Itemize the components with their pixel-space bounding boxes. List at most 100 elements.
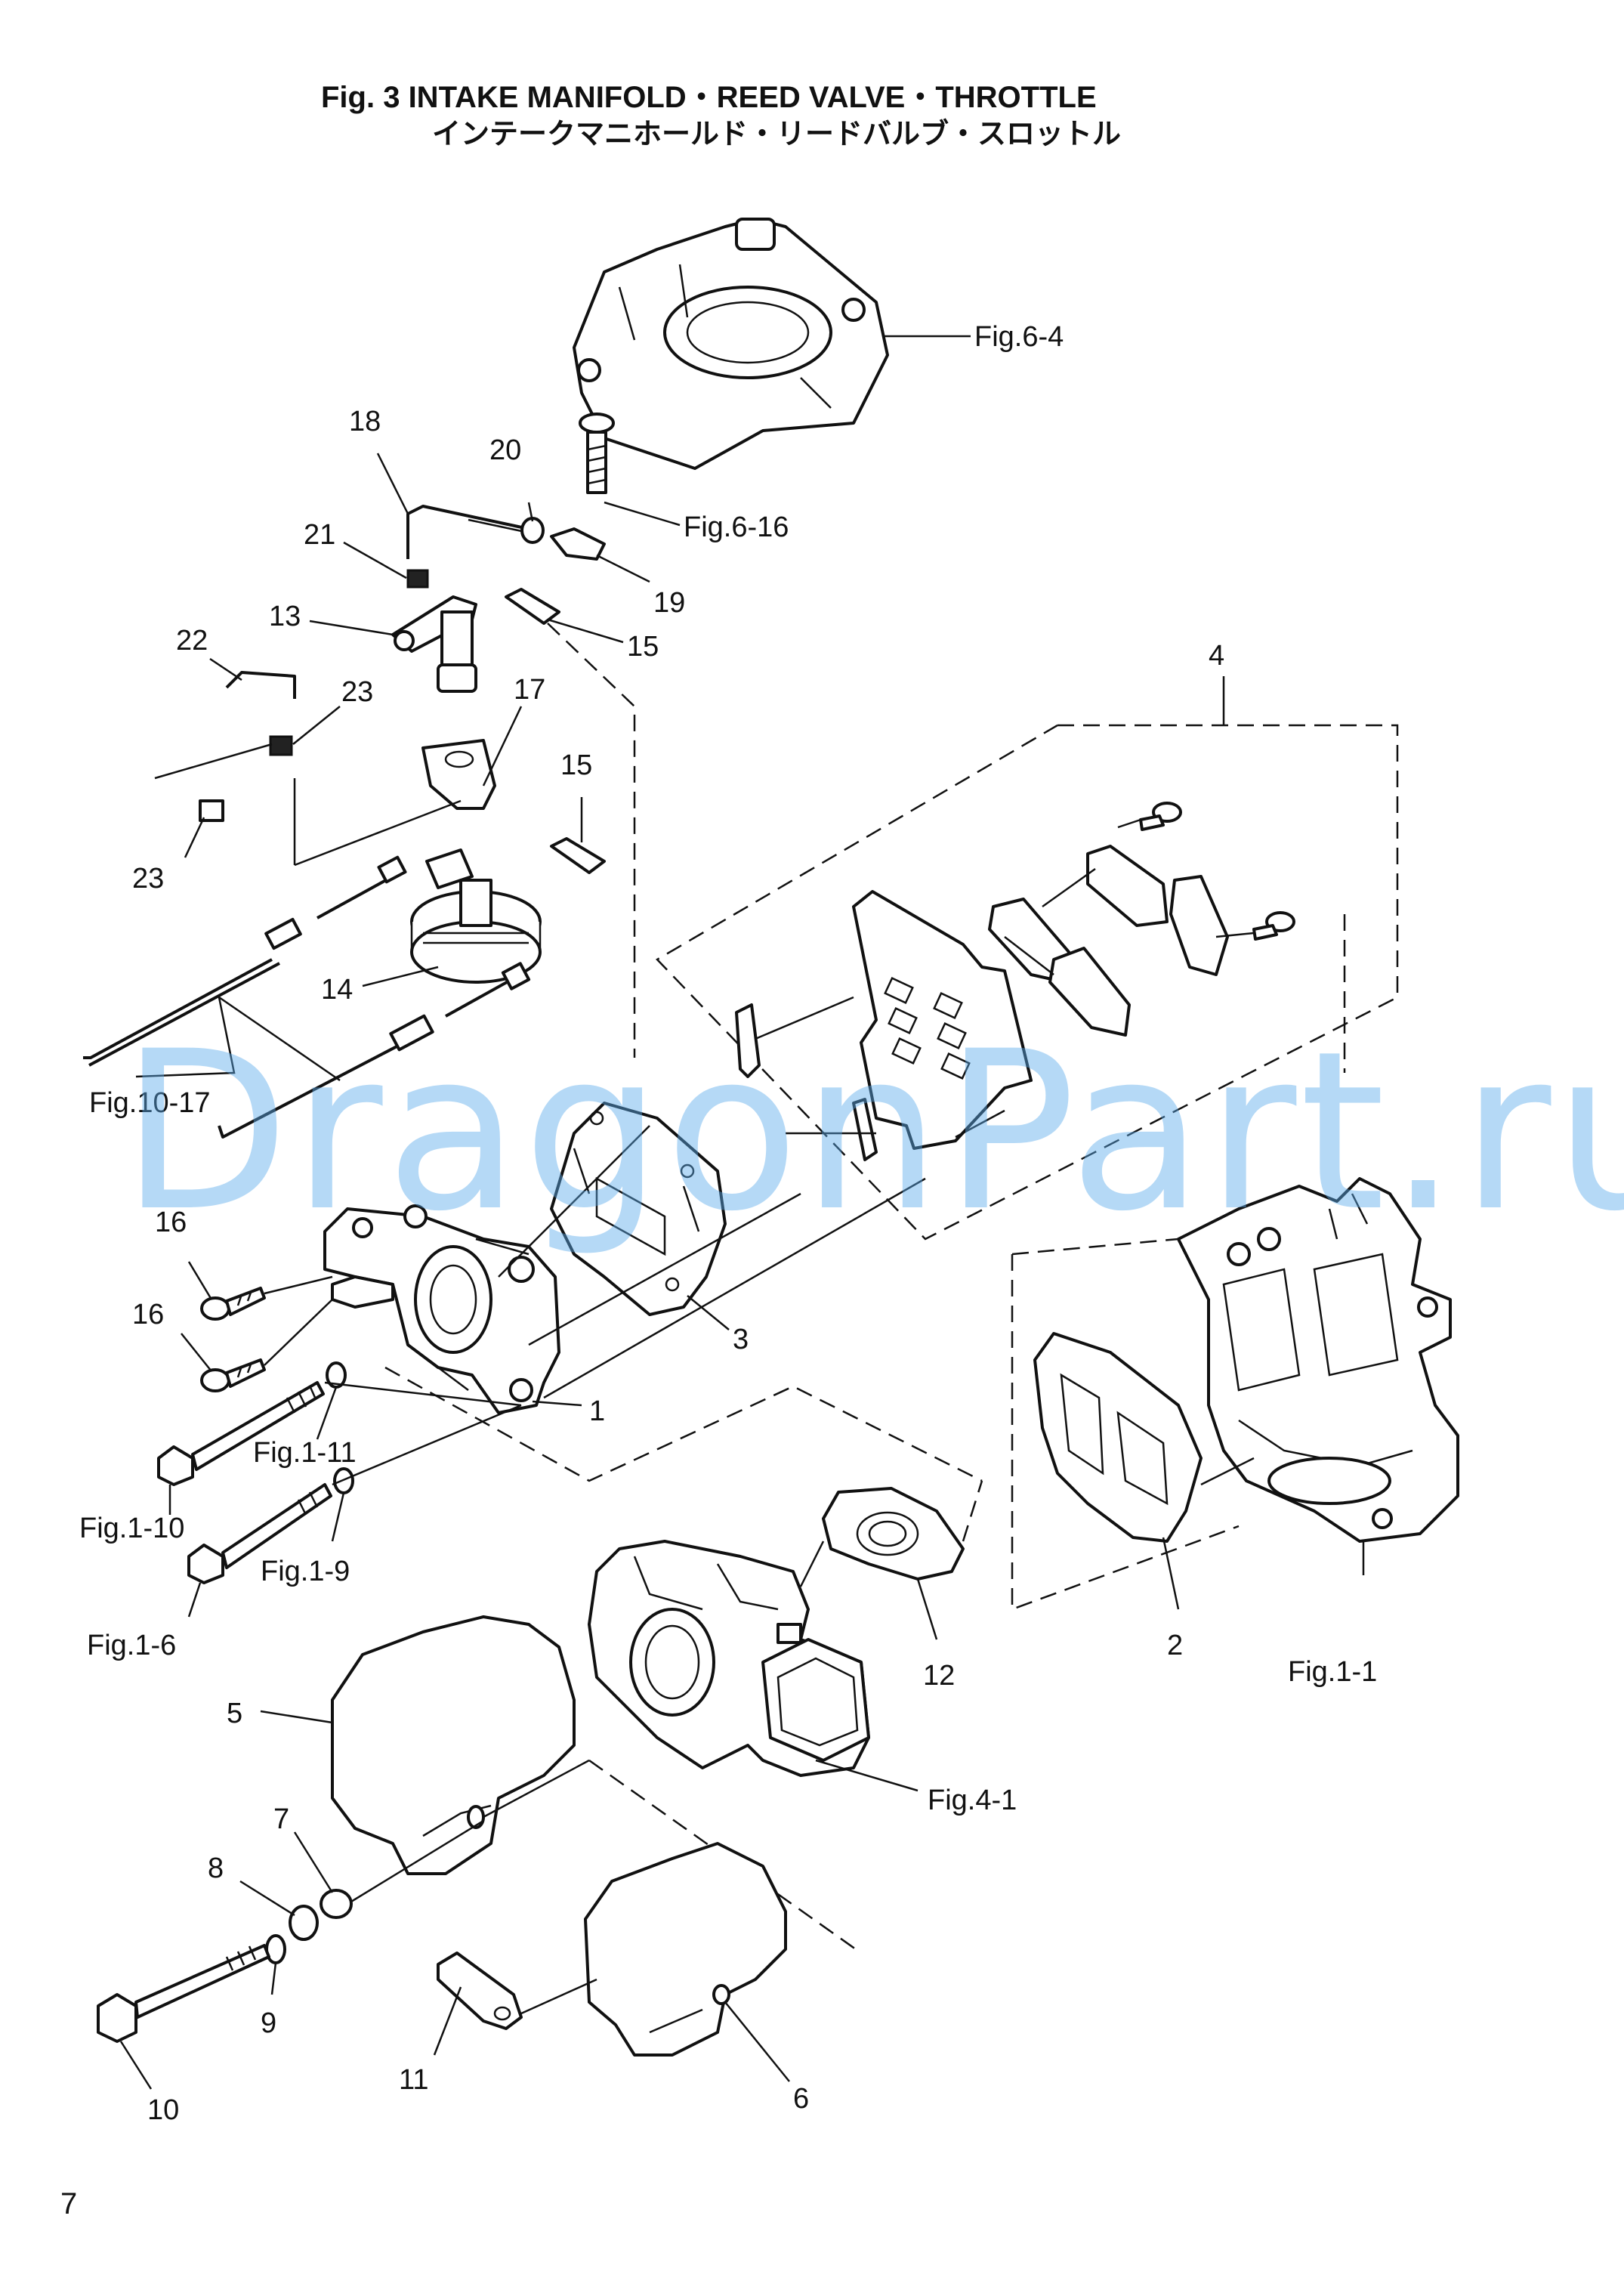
callout-4: 4 bbox=[1209, 640, 1224, 672]
bolt-10-drawing bbox=[97, 1944, 270, 2043]
leader-20 bbox=[527, 502, 534, 522]
bolt-fig1-10-drawing bbox=[157, 1381, 325, 1486]
leader-21 bbox=[343, 541, 407, 579]
cover-6-drawing bbox=[584, 1842, 787, 2057]
page-title: Fig. 3 INTAKE MANIFOLD・REED VALVE・THROTT… bbox=[321, 81, 1097, 114]
leader-fig4-1 bbox=[815, 1759, 919, 1792]
leader-18 bbox=[376, 453, 409, 515]
crankcase-fig1-1-drawing bbox=[1177, 1177, 1459, 1543]
collar-7-drawing bbox=[320, 1889, 353, 1919]
leader-23-upper bbox=[292, 706, 341, 745]
leader-5 bbox=[260, 1710, 333, 1724]
gasket-12-drawing bbox=[822, 1487, 965, 1581]
ref-fig10-17: Fig.10-17 bbox=[89, 1087, 211, 1119]
ref-fig4-1: Fig.4-1 bbox=[928, 1785, 1017, 1816]
callout-23-lower: 23 bbox=[132, 863, 164, 895]
callout-7: 7 bbox=[273, 1803, 289, 1835]
leader-15-upper bbox=[547, 618, 624, 644]
callout-12: 12 bbox=[923, 1660, 955, 1692]
leader-14 bbox=[362, 966, 439, 987]
callout-13: 13 bbox=[269, 601, 301, 632]
ref-fig1-11: Fig.1-11 bbox=[253, 1437, 357, 1469]
callout-21: 21 bbox=[304, 519, 335, 551]
leader-16-lower bbox=[181, 1333, 212, 1372]
callout-22: 22 bbox=[176, 625, 208, 657]
leader-fig1-9 bbox=[331, 1492, 345, 1542]
ref-fig6-16: Fig.6-16 bbox=[684, 511, 789, 543]
callout-6: 6 bbox=[793, 2083, 809, 2115]
callout-10: 10 bbox=[147, 2094, 179, 2126]
bolt-fig1-6-drawing bbox=[187, 1483, 332, 1584]
leader-19 bbox=[596, 554, 650, 583]
callout-5: 5 bbox=[227, 1698, 242, 1729]
leader-3 bbox=[687, 1295, 730, 1330]
leader-fig6-16 bbox=[604, 501, 681, 527]
leader-1 bbox=[532, 1400, 582, 1407]
reed-stoppers-drawing bbox=[735, 1003, 878, 1161]
callout-18: 18 bbox=[349, 406, 381, 437]
callout-19: 19 bbox=[653, 587, 685, 619]
callout-11: 11 bbox=[399, 2064, 428, 2096]
leader-fig10-17 bbox=[135, 996, 341, 1082]
ref-fig1-6: Fig.1-6 bbox=[87, 1630, 176, 1661]
callout-17: 17 bbox=[514, 674, 545, 706]
silencer-cover-5-drawing bbox=[331, 1615, 576, 1875]
clip-21-drawing bbox=[406, 569, 429, 589]
bolt-16-upper-drawing bbox=[200, 1287, 266, 1321]
callout-2: 2 bbox=[1167, 1630, 1183, 1661]
callout-9: 9 bbox=[261, 2007, 276, 2039]
throttle-cables-drawing bbox=[83, 855, 531, 1139]
gasket-3-drawing bbox=[550, 1102, 727, 1316]
leader-16-upper bbox=[187, 1261, 213, 1300]
callout-23-upper: 23 bbox=[341, 676, 373, 708]
leader-fig1-11 bbox=[316, 1386, 338, 1440]
throttle-lever-13-drawing bbox=[391, 595, 477, 693]
leader-7 bbox=[293, 1831, 334, 1893]
bolt-16-lower-drawing bbox=[200, 1358, 266, 1392]
leader-22 bbox=[209, 657, 242, 681]
plate-15-lower-drawing bbox=[550, 837, 606, 874]
leader-9 bbox=[270, 1962, 277, 1995]
page-title-japanese: インテークマニホールド・リードバルブ・スロットル bbox=[432, 117, 1122, 150]
nut-20-drawing bbox=[520, 517, 545, 544]
intake-manifold-1-drawing bbox=[323, 1204, 560, 1414]
leader-10 bbox=[119, 2041, 153, 2090]
ref-fig6-4: Fig.6-4 bbox=[974, 321, 1064, 353]
throttle-pulley-14-drawing bbox=[410, 848, 542, 984]
leader-6 bbox=[724, 2001, 790, 2082]
callout-15-upper: 15 bbox=[627, 631, 659, 663]
reed-valve-plate-drawing bbox=[852, 890, 1033, 1150]
leader-23-lower bbox=[184, 817, 205, 858]
watermark: DragonPart.ru bbox=[121, 1005, 1624, 1259]
ref-fig1-9: Fig.1-9 bbox=[261, 1556, 350, 1587]
leader-2 bbox=[1162, 1537, 1180, 1610]
callout-20: 20 bbox=[489, 434, 521, 466]
carburetor-fig4-1-drawing bbox=[588, 1540, 870, 1777]
leader-11 bbox=[433, 1986, 462, 2056]
joint-19-drawing bbox=[550, 527, 606, 561]
cam-17-drawing bbox=[421, 739, 496, 810]
callout-3: 3 bbox=[733, 1324, 749, 1355]
bracket-11-drawing bbox=[437, 1952, 523, 2030]
reed-petals-drawing bbox=[988, 845, 1229, 1037]
leader-fig1-6 bbox=[187, 1582, 202, 1618]
ref-fig1-1: Fig.1-1 bbox=[1288, 1656, 1377, 1688]
link-22-drawing bbox=[225, 671, 296, 699]
clip-23-lower-drawing bbox=[199, 799, 224, 822]
rod-18-drawing bbox=[406, 505, 529, 559]
callout-8: 8 bbox=[208, 1853, 224, 1884]
screw-fig6-16-drawing bbox=[579, 413, 615, 494]
leader-8 bbox=[239, 1880, 295, 1917]
washer-8-drawing bbox=[289, 1905, 319, 1941]
plate-15-upper-drawing bbox=[505, 588, 560, 625]
washer-9-drawing bbox=[265, 1934, 286, 1964]
reed-valve-group-box bbox=[656, 724, 1399, 1241]
callout-1: 1 bbox=[589, 1395, 605, 1427]
callout-14: 14 bbox=[321, 974, 353, 1006]
ref-fig1-10: Fig.1-10 bbox=[79, 1513, 184, 1544]
leader-12 bbox=[916, 1578, 938, 1640]
leader-17 bbox=[482, 706, 523, 786]
reed-screws-drawing bbox=[1139, 802, 1295, 941]
gasket-2-drawing bbox=[1033, 1332, 1203, 1543]
